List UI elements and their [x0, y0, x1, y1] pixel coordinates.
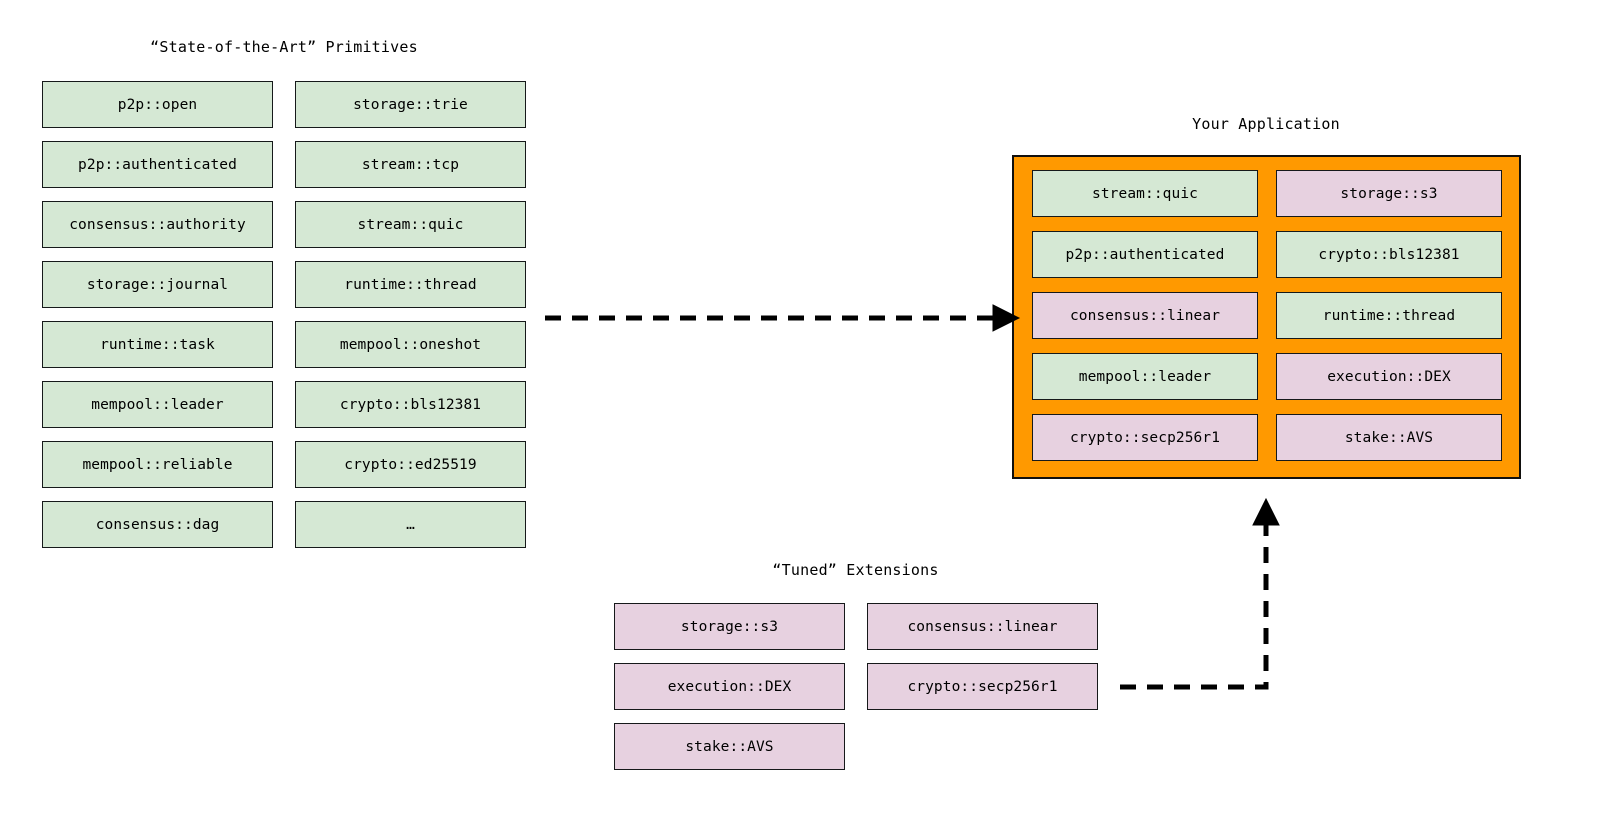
chip-label: crypto::bls12381 — [339, 396, 482, 413]
chip-label: crypto::secp256r1 — [907, 678, 1058, 695]
chip-label: … — [406, 516, 415, 533]
primitives-section-title: “State-of-the-Art” Primitives — [150, 38, 418, 56]
primitive-chip[interactable]: p2p::open — [42, 81, 273, 128]
chip-label: p2p::open — [117, 96, 198, 113]
primitive-chip[interactable]: … — [295, 501, 526, 548]
chip-label: mempool::leader — [91, 396, 224, 413]
chip-label: p2p::authenticated — [1065, 246, 1225, 263]
chip-label: p2p::authenticated — [78, 156, 237, 173]
chip-label: runtime::thread — [344, 276, 477, 293]
extension-chip[interactable]: crypto::secp256r1 — [867, 663, 1098, 710]
primitive-chip[interactable]: storage::journal — [42, 261, 273, 308]
chip-label: stream::tcp — [361, 156, 460, 173]
chip-label: consensus::linear — [1069, 307, 1221, 324]
chip-label: stake::AVS — [685, 738, 774, 755]
application-chip[interactable]: crypto::secp256r1 — [1032, 414, 1258, 461]
chip-label: execution::DEX — [1327, 368, 1451, 385]
application-chip[interactable]: crypto::bls12381 — [1276, 231, 1502, 278]
primitive-chip[interactable]: crypto::bls12381 — [295, 381, 526, 428]
application-chip[interactable]: mempool::leader — [1032, 353, 1258, 400]
chip-label: runtime::thread — [1322, 307, 1456, 324]
primitive-chip[interactable]: consensus::dag — [42, 501, 273, 548]
application-chip[interactable]: storage::s3 — [1276, 170, 1502, 217]
primitive-chip[interactable]: crypto::ed25519 — [295, 441, 526, 488]
chip-label: crypto::secp256r1 — [1069, 429, 1221, 446]
primitive-chip[interactable]: stream::tcp — [295, 141, 526, 188]
chip-label: execution::DEX — [667, 678, 792, 695]
chip-label: storage::journal — [86, 276, 229, 293]
extension-chip[interactable]: execution::DEX — [614, 663, 845, 710]
extensions-section-title: “Tuned” Extensions — [772, 561, 939, 579]
chip-label: stake::AVS — [1344, 429, 1434, 446]
primitive-chip[interactable]: mempool::reliable — [42, 441, 273, 488]
application-chip[interactable]: stream::quic — [1032, 170, 1258, 217]
chip-label: storage::s3 — [680, 618, 779, 635]
chip-label: stream::quic — [1092, 185, 1198, 202]
chip-label: mempool::oneshot — [339, 336, 482, 353]
application-chip[interactable]: p2p::authenticated — [1032, 231, 1258, 278]
arrow-primitives-to-application — [545, 304, 1021, 332]
primitive-chip[interactable]: runtime::thread — [295, 261, 526, 308]
chip-label: crypto::ed25519 — [344, 456, 477, 473]
chip-label: storage::trie — [353, 96, 468, 113]
application-chip[interactable]: stake::AVS — [1276, 414, 1502, 461]
extension-chip[interactable]: stake::AVS — [614, 723, 845, 770]
arrow-extensions-to-application — [1120, 497, 1280, 690]
chip-label: crypto::bls12381 — [1318, 246, 1460, 263]
primitive-chip[interactable]: consensus::authority — [42, 201, 273, 248]
chip-label: consensus::dag — [95, 516, 220, 533]
application-chip[interactable]: execution::DEX — [1276, 353, 1502, 400]
primitive-chip[interactable]: mempool::leader — [42, 381, 273, 428]
application-chip[interactable]: consensus::linear — [1032, 292, 1258, 339]
chip-label: runtime::task — [100, 336, 215, 353]
chip-label: consensus::authority — [69, 216, 246, 233]
chip-label: stream::quic — [357, 216, 464, 233]
application-chip[interactable]: runtime::thread — [1276, 292, 1502, 339]
primitive-chip[interactable]: p2p::authenticated — [42, 141, 273, 188]
extension-chip[interactable]: consensus::linear — [867, 603, 1098, 650]
chip-label: mempool::leader — [1078, 368, 1212, 385]
primitive-chip[interactable]: runtime::task — [42, 321, 273, 368]
chip-label: consensus::linear — [907, 618, 1058, 635]
extension-chip[interactable]: storage::s3 — [614, 603, 845, 650]
primitive-chip[interactable]: storage::trie — [295, 81, 526, 128]
application-section-title: Your Application — [1192, 115, 1340, 133]
primitive-chip[interactable]: stream::quic — [295, 201, 526, 248]
chip-label: mempool::reliable — [82, 456, 233, 473]
primitive-chip[interactable]: mempool::oneshot — [295, 321, 526, 368]
chip-label: storage::s3 — [1340, 185, 1438, 202]
